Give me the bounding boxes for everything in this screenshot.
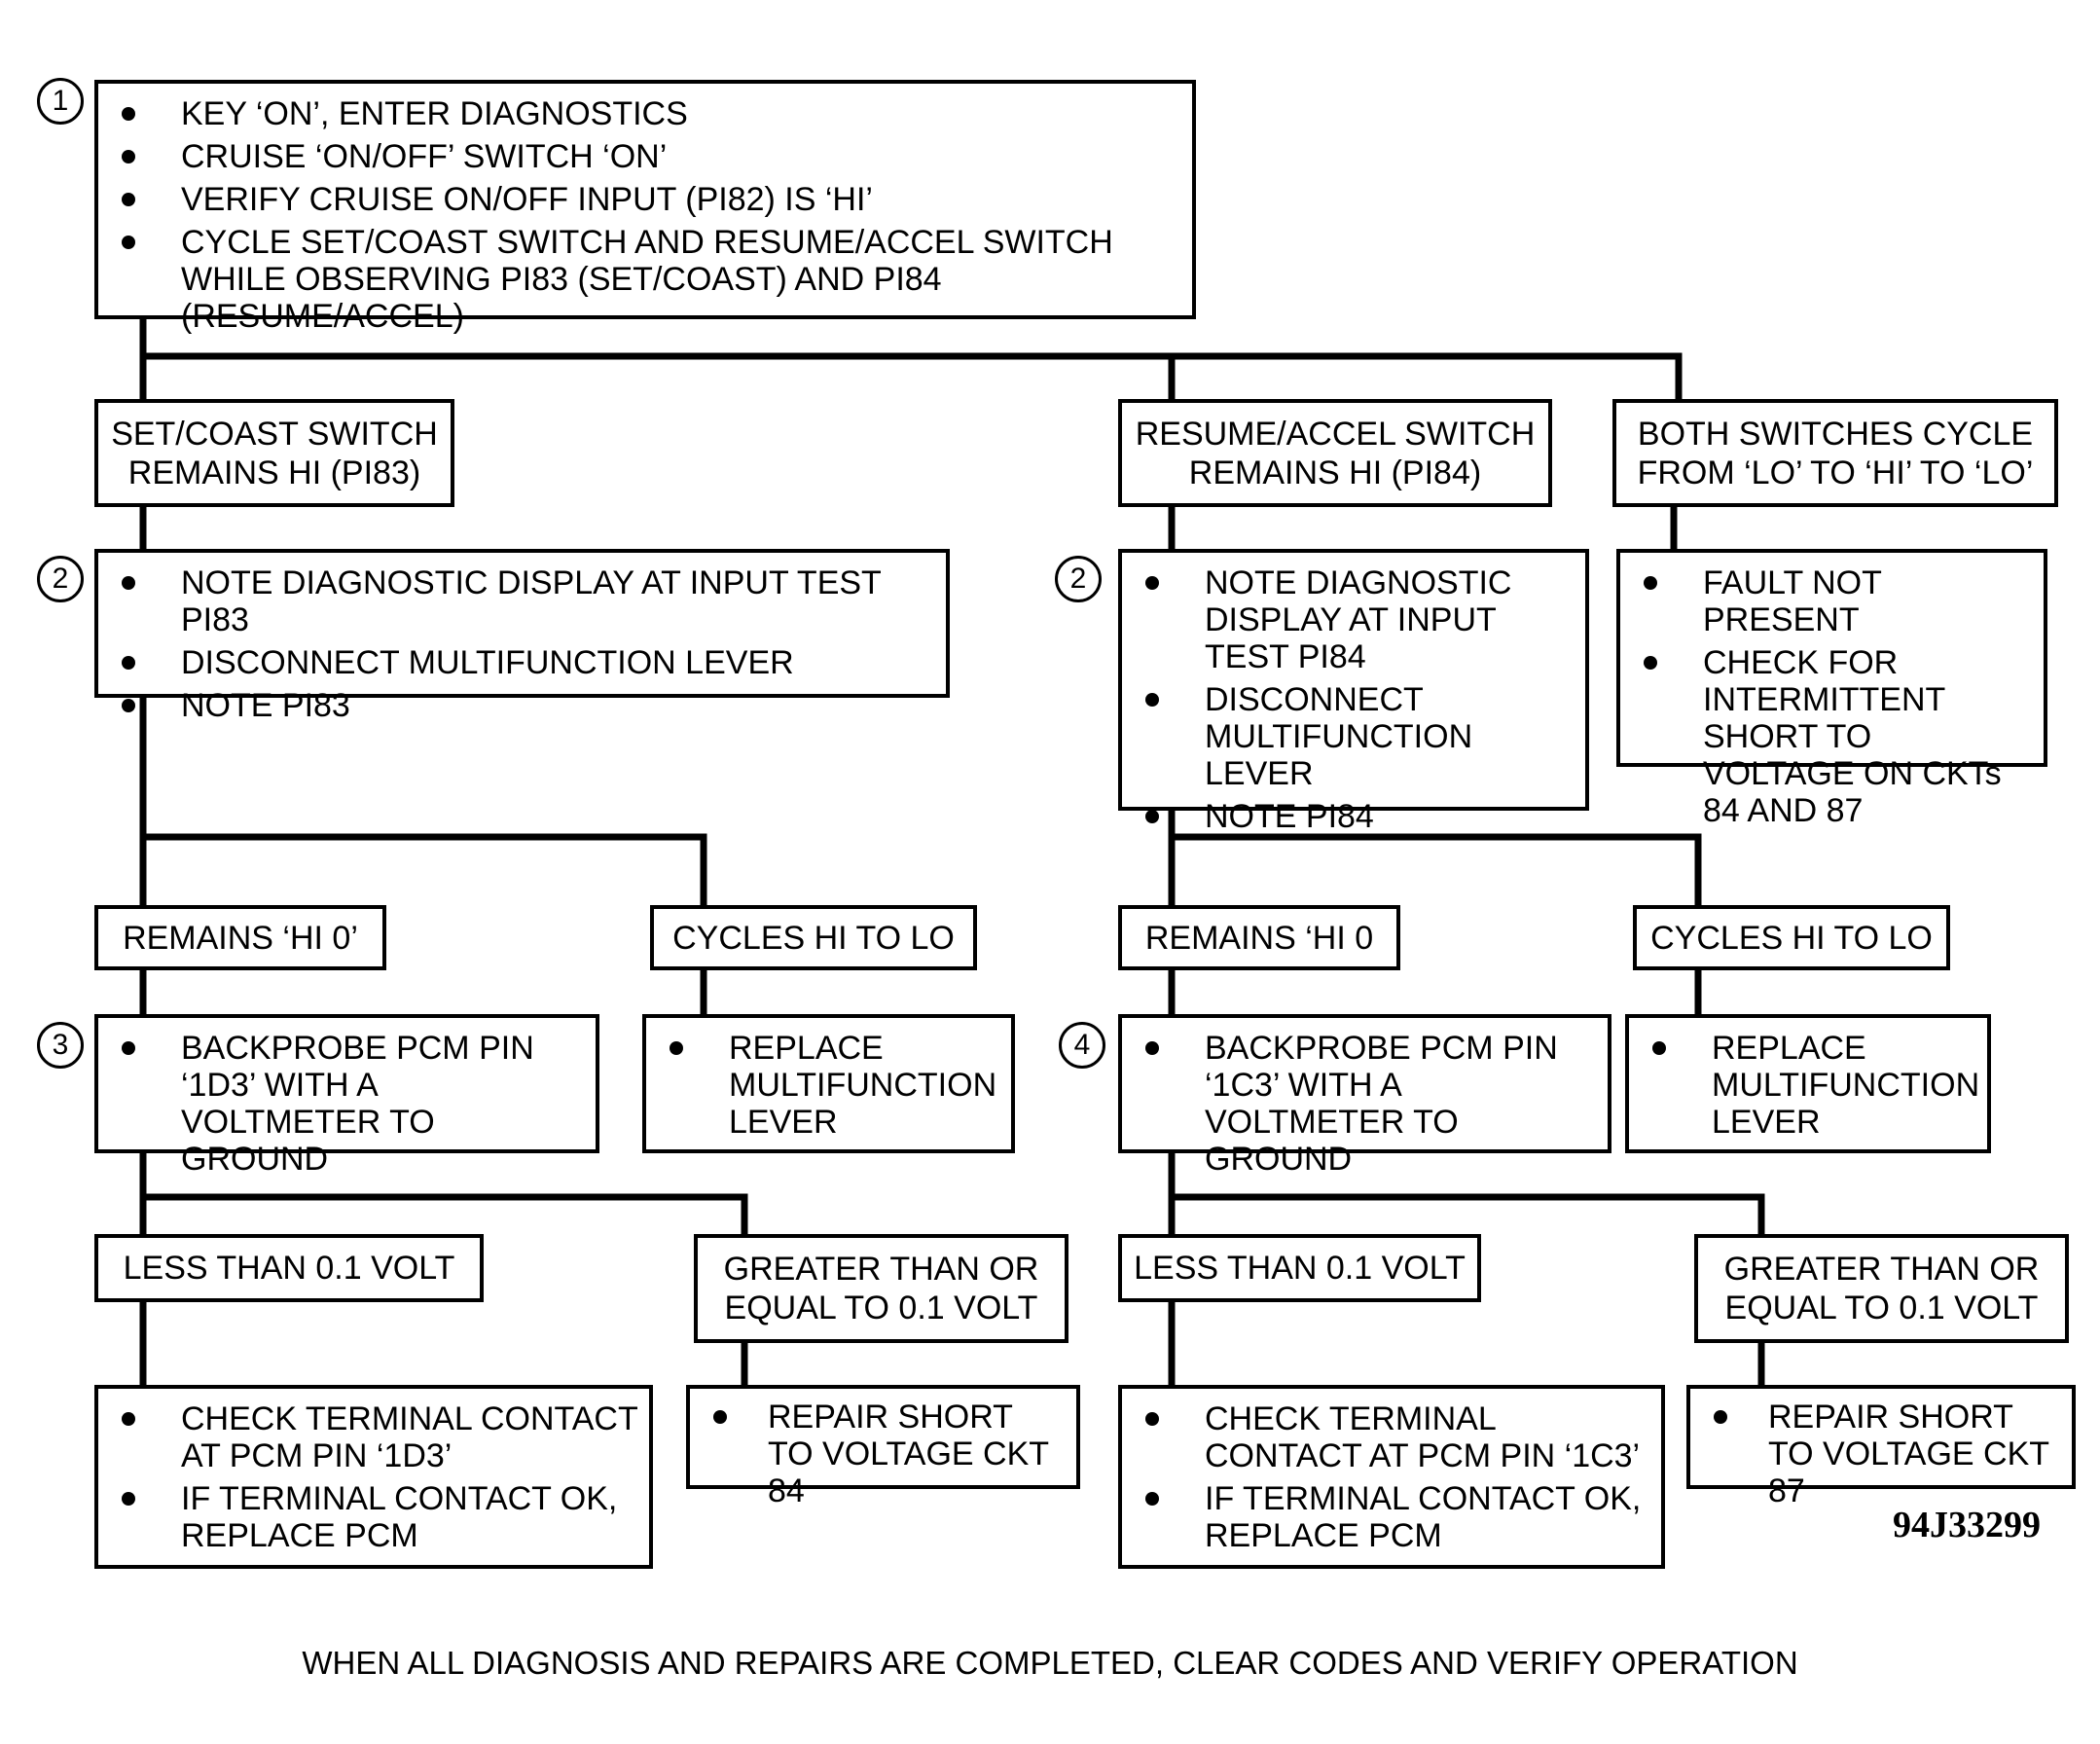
connector-mid-step2-split: [1168, 811, 1702, 905]
start-steps-list: KEY ‘ON’, ENTER DIAGNOSTICS CRUISE ‘ON/O…: [98, 95, 1178, 341]
left-replace-list: REPLACE MULTIFUNCTION LEVER: [646, 1030, 996, 1146]
middle-less-label: LESS THAN 0.1 VOLT: [1134, 1250, 1466, 1287]
middle-remains-box: REMAINS ‘HI 0: [1118, 905, 1400, 970]
left-less-label: LESS THAN 0.1 VOLT: [123, 1250, 455, 1287]
middle-cycles-label: CYCLES HI TO LO: [1650, 919, 1933, 957]
start-step-item: CYCLE SET/COAST SWITCH AND RESUME/ACCEL …: [98, 224, 1178, 335]
left-repair-list: REPAIR SHORT TO VOLTAGE CKT 84: [690, 1399, 1060, 1515]
right-condition-label: BOTH SWITCHES CYCLE FROM ‘LO’ TO ‘HI’ TO…: [1637, 415, 2034, 491]
middle-condition-box: RESUME/ACCEL SWITCH REMAINS HI (PI84): [1118, 399, 1552, 507]
middle-replace-box: REPLACE MULTIFUNCTION LEVER: [1625, 1014, 1991, 1153]
start-step-item: CRUISE ‘ON/OFF’ SWITCH ‘ON’: [98, 138, 1178, 175]
connector-mid-step4-split: [1168, 1153, 1765, 1234]
middle-step4-box: BACKPROBE PCM PIN ‘1C3’ WITH A VOLTMETER…: [1118, 1014, 1611, 1178]
left-cycles-box: CYCLES HI TO LO: [650, 905, 977, 970]
left-less-box: LESS THAN 0.1 VOLT: [94, 1234, 484, 1302]
right-result-item: CHECK FOR INTERMITTENT SHORT TO VOLTAGE …: [1620, 644, 2029, 829]
left-step2-box: NOTE DIAGNOSTIC DISPLAY AT INPUT TEST PI…: [94, 549, 950, 724]
left-step3-item: BACKPROBE PCM PIN ‘1D3’ WITH A VOLTMETER…: [98, 1030, 556, 1178]
middle-check-item: IF TERMINAL CONTACT OK, REPLACE PCM: [1122, 1480, 1657, 1554]
middle-step4-item: BACKPROBE PCM PIN ‘1C3’ WITH A VOLTMETER…: [1122, 1030, 1579, 1178]
middle-step2-box: NOTE DIAGNOSTIC DISPLAY AT INPUT TEST PI…: [1118, 549, 1589, 835]
middle-remains-label: REMAINS ‘HI 0: [1144, 919, 1374, 957]
left-step2-item: NOTE DIAGNOSTIC DISPLAY AT INPUT TEST PI…: [98, 564, 945, 638]
right-result-list: FAULT NOT PRESENT CHECK FOR INTERMITTENT…: [1620, 564, 2029, 835]
middle-condition-label: RESUME/ACCEL SWITCH REMAINS HI (PI84): [1135, 415, 1536, 491]
left-step2-list: NOTE DIAGNOSTIC DISPLAY AT INPUT TEST PI…: [98, 564, 945, 730]
middle-check-list: CHECK TERMINAL CONTACT AT PCM PIN ‘1C3’ …: [1122, 1400, 1657, 1560]
right-condition-box: BOTH SWITCHES CYCLE FROM ‘LO’ TO ‘HI’ TO…: [1612, 399, 2058, 507]
middle-less-box: LESS THAN 0.1 VOLT: [1118, 1234, 1481, 1302]
left-step2-item: NOTE PI83: [98, 687, 945, 724]
right-result-box: FAULT NOT PRESENT CHECK FOR INTERMITTENT…: [1616, 549, 2047, 829]
connector-start-split: [139, 319, 1683, 399]
middle-step2-item: DISCONNECT MULTIFUNCTION LEVER: [1122, 681, 1584, 792]
step-2-marker-middle: 2: [1055, 556, 1102, 602]
middle-cycles-box: CYCLES HI TO LO: [1633, 905, 1950, 970]
left-step2-item: DISCONNECT MULTIFUNCTION LEVER: [98, 644, 945, 681]
middle-check-item: CHECK TERMINAL CONTACT AT PCM PIN ‘1C3’: [1122, 1400, 1657, 1474]
figure-code: 94J33299: [1893, 1505, 2041, 1545]
step-1-marker: 1: [37, 78, 84, 125]
left-repair-item: REPAIR SHORT TO VOLTAGE CKT 84: [690, 1399, 1060, 1509]
middle-step2-item: NOTE DIAGNOSTIC DISPLAY AT INPUT TEST PI…: [1122, 564, 1584, 675]
connector-left-step2-split: [139, 698, 707, 905]
left-condition-label: SET/COAST SWITCH REMAINS HI (PI83): [111, 415, 438, 491]
left-check-box: CHECK TERMINAL CONTACT AT PCM PIN ‘1D3’ …: [94, 1385, 653, 1569]
left-check-item: IF TERMINAL CONTACT OK, REPLACE PCM: [98, 1480, 643, 1554]
middle-check-box: CHECK TERMINAL CONTACT AT PCM PIN ‘1C3’ …: [1118, 1385, 1665, 1569]
middle-replace-item: REPLACE MULTIFUNCTION LEVER: [1629, 1030, 1979, 1141]
middle-step4-list: BACKPROBE PCM PIN ‘1C3’ WITH A VOLTMETER…: [1122, 1030, 1579, 1183]
footer-note: WHEN ALL DIAGNOSIS AND REPAIRS ARE COMPL…: [302, 1645, 1798, 1681]
left-step3-list: BACKPROBE PCM PIN ‘1D3’ WITH A VOLTMETER…: [98, 1030, 556, 1183]
start-step-item: KEY ‘ON’, ENTER DIAGNOSTICS: [98, 95, 1178, 132]
left-replace-box: REPLACE MULTIFUNCTION LEVER: [642, 1014, 1015, 1153]
left-check-list: CHECK TERMINAL CONTACT AT PCM PIN ‘1D3’ …: [98, 1400, 643, 1560]
step-3-marker: 3: [37, 1022, 84, 1069]
middle-replace-list: REPLACE MULTIFUNCTION LEVER: [1629, 1030, 1979, 1146]
left-remains-box: REMAINS ‘HI 0’: [94, 905, 386, 970]
left-replace-item: REPLACE MULTIFUNCTION LEVER: [646, 1030, 996, 1141]
connector-left-step3-split: [139, 1153, 748, 1234]
left-cycles-label: CYCLES HI TO LO: [672, 919, 955, 957]
left-condition-box: SET/COAST SWITCH REMAINS HI (PI83): [94, 399, 454, 507]
middle-step2-list: NOTE DIAGNOSTIC DISPLAY AT INPUT TEST PI…: [1122, 564, 1584, 841]
middle-repair-box: REPAIR SHORT TO VOLTAGE CKT 87: [1686, 1385, 2076, 1509]
start-box: KEY ‘ON’, ENTER DIAGNOSTICS CRUISE ‘ON/O…: [94, 80, 1196, 335]
step-2-marker-left: 2: [37, 556, 84, 602]
left-repair-box: REPAIR SHORT TO VOLTAGE CKT 84: [686, 1385, 1080, 1509]
left-remains-label: REMAINS ‘HI 0’: [123, 919, 358, 957]
right-result-item: FAULT NOT PRESENT: [1620, 564, 2029, 638]
middle-repair-item: REPAIR SHORT TO VOLTAGE CKT 87: [1690, 1399, 2060, 1509]
left-step3-box: BACKPROBE PCM PIN ‘1D3’ WITH A VOLTMETER…: [94, 1014, 599, 1178]
left-check-item: CHECK TERMINAL CONTACT AT PCM PIN ‘1D3’: [98, 1400, 643, 1474]
left-greater-label: GREATER THAN OR EQUAL TO 0.1 VOLT: [723, 1251, 1039, 1326]
middle-step2-item: NOTE PI84: [1122, 798, 1584, 835]
middle-greater-box: GREATER THAN OR EQUAL TO 0.1 VOLT: [1694, 1234, 2069, 1343]
middle-greater-label: GREATER THAN OR EQUAL TO 0.1 VOLT: [1723, 1251, 2040, 1326]
left-greater-box: GREATER THAN OR EQUAL TO 0.1 VOLT: [694, 1234, 1068, 1343]
step-4-marker: 4: [1059, 1022, 1105, 1069]
start-step-item: VERIFY CRUISE ON/OFF INPUT (PI82) IS ‘HI…: [98, 181, 1178, 218]
middle-repair-list: REPAIR SHORT TO VOLTAGE CKT 87: [1690, 1399, 2060, 1515]
